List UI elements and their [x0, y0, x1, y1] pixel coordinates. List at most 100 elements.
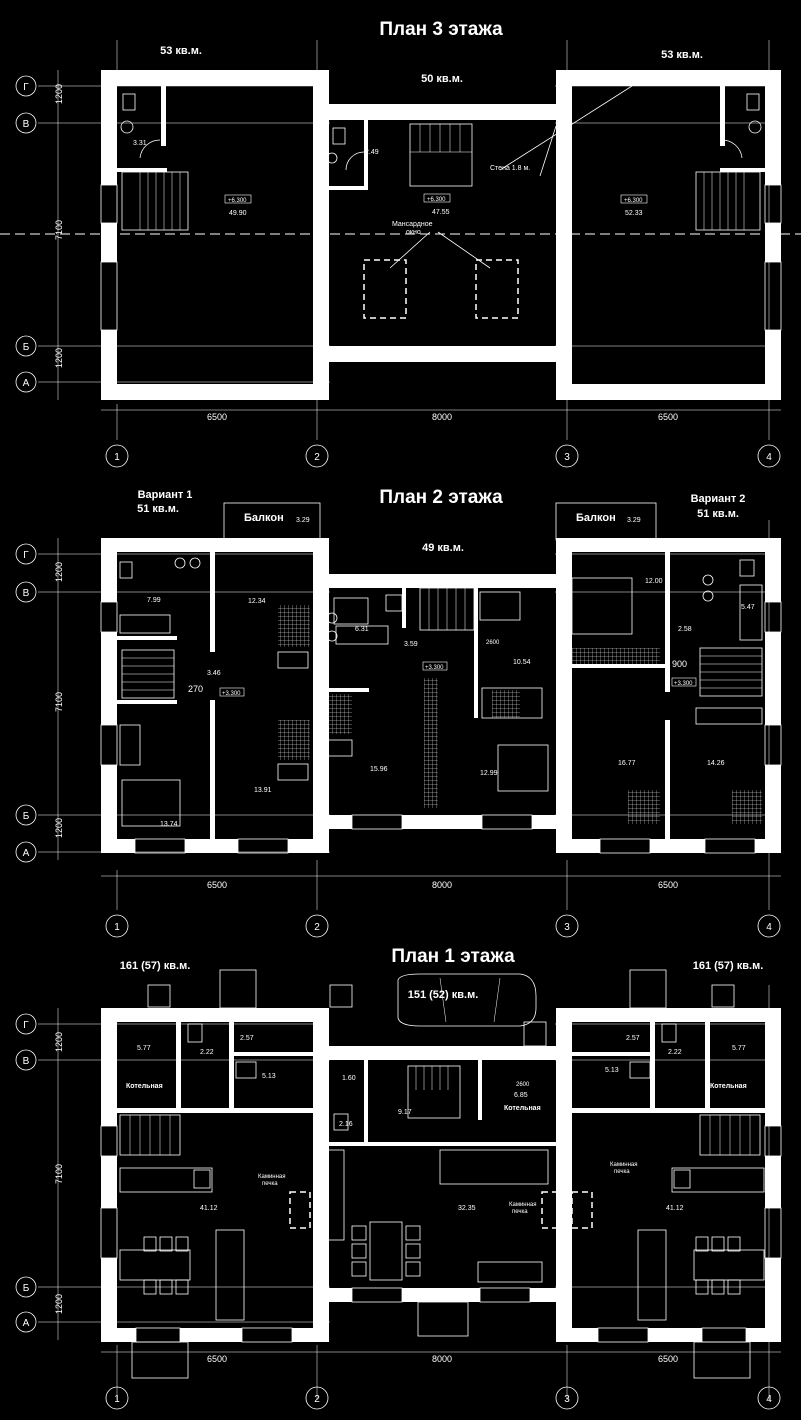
- label-floor3-note-window-1: Мансардное: [392, 221, 433, 228]
- label-axes-letters-3: А: [23, 1318, 30, 1329]
- label-floor2-rooms-left-0: 7.99: [147, 597, 161, 604]
- label-floor2-dims-2: 2600: [486, 640, 500, 646]
- label-floor3-levels-2: +6.300: [624, 198, 643, 204]
- floor2-axes: Г В Б А 1200 7100 1200 6500 8000 6500 1 …: [15, 520, 781, 938]
- label-floor1-right-area: 161 (57) кв.м.: [693, 960, 764, 972]
- label-floor1-rooms-right-0: 2.57: [626, 1035, 640, 1042]
- label-axes-dim-h-1: 8000: [432, 880, 452, 890]
- label-floor2-rooms-left-1: 12.34: [248, 598, 266, 605]
- label-floor1-fireplace-2: печка: [262, 1181, 278, 1187]
- floor2-plan: План 2 этажа Вариант 1 51 кв.м. 49 кв.м.…: [15, 487, 782, 938]
- label-floor3-rooms-3: 49.90: [229, 210, 247, 217]
- floor3-stairs: [121, 123, 761, 231]
- label-axes-dim-v-1: 7100: [54, 220, 64, 240]
- label-floor2-rooms-right-3: 16.77: [618, 760, 636, 767]
- label-axes-dim-v-0: 1200: [54, 562, 64, 582]
- label-floor1-rooms-left-0: 5.77: [137, 1045, 151, 1052]
- label-floor1-center-area: 151 (52) кв.м.: [408, 989, 479, 1001]
- label-floor2-rooms-center-3: 15.96: [370, 766, 388, 773]
- label-axes-letters-3: А: [23, 848, 30, 859]
- label-axes-numbers-0: 1: [114, 452, 120, 463]
- label-floor1-rooms-right-4: 41.12: [666, 1205, 684, 1212]
- floor2-title: План 2 этажа: [379, 487, 503, 508]
- label-axes-numbers-3: 4: [766, 1394, 772, 1405]
- label-floor2-levels-1: +3.300: [425, 665, 444, 671]
- label-axes-dim-h-2: 6500: [658, 1354, 678, 1364]
- label-floor2-left-area: 51 кв.м.: [137, 503, 179, 515]
- label-floor2-right-area: 51 кв.м.: [697, 508, 739, 520]
- floor3-axes: Г В Б А 1200 7100 1200 6500 8000 6500 1 …: [15, 40, 781, 468]
- label-axes-dim-h-2: 6500: [658, 880, 678, 890]
- label-floor1-rooms-right-2: 5.77: [732, 1045, 746, 1052]
- label-axes-letters-2: Б: [23, 342, 30, 353]
- label-floor1-fireplace-2: печка: [512, 1209, 528, 1215]
- label-floor1-fireplace-1: Каминная: [610, 1162, 638, 1168]
- label-floor1-rooms-left-2: 2.57: [240, 1035, 254, 1042]
- label-axes-letters-0: Г: [23, 550, 29, 561]
- label-axes-letters-1: В: [23, 588, 30, 599]
- label-floor3-note-window-2: окно: [406, 229, 421, 236]
- label-axes-dim-h-0: 6500: [207, 880, 227, 890]
- label-axes-letters-0: Г: [23, 1020, 29, 1031]
- label-floor1-boiler: Котельная: [504, 1105, 541, 1112]
- label-floor2-rooms-center-1: 3.59: [404, 641, 418, 648]
- label-axes-dim-h-1: 8000: [432, 1354, 452, 1364]
- label-axes-dim-v-2: 1200: [54, 348, 64, 368]
- floor1-title: План 1 этажа: [391, 946, 515, 967]
- label-axes-numbers-2: 3: [564, 1394, 570, 1405]
- label-floor2-rooms-center-0: 6.31: [355, 626, 369, 633]
- label-floor2-balcony-area: 3.29: [627, 517, 641, 524]
- label-floor3-rooms-2: 47.55: [432, 209, 450, 216]
- label-floor2-balcony-area: 3.29: [296, 517, 310, 524]
- label-floor1-dim-2600: 2600: [516, 1082, 530, 1088]
- label-axes-letters-3: А: [23, 378, 30, 389]
- label-axes-numbers-2: 3: [564, 922, 570, 933]
- label-floor3-note-wall: Стена 1.8 м.: [490, 165, 530, 172]
- floor3-roof-window: [363, 259, 407, 319]
- label-axes-dim-h-0: 6500: [207, 412, 227, 422]
- label-axes-numbers-0: 1: [114, 922, 120, 933]
- label-floor2-rooms-right-2: 2.58: [678, 626, 692, 633]
- label-axes-dim-h-0: 6500: [207, 1354, 227, 1364]
- label-floor1-rooms-center-4: 32.35: [458, 1205, 476, 1212]
- label-axes-letters-1: В: [23, 1056, 30, 1067]
- label-axes-dim-h-1: 8000: [432, 412, 452, 422]
- label-floor3-rooms-4: 52.33: [625, 210, 643, 217]
- label-floor1-rooms-center-3: 2.16: [339, 1121, 353, 1128]
- floor3-title: План 3 этажа: [379, 19, 503, 40]
- label-axes-letters-0: Г: [23, 82, 29, 93]
- label-floor2-balcony: Балкон: [244, 512, 284, 524]
- label-floor2-rooms-center-2: 10.54: [513, 659, 531, 666]
- label-floor1-rooms-right-3: 5.13: [605, 1067, 619, 1074]
- floor2-furniture: [119, 557, 763, 827]
- car-icon: [397, 973, 537, 1027]
- floor3-roof-window: [475, 259, 519, 319]
- floor1-axes: Г В Б А 1200 7100 1200 6500 8000 6500 1 …: [15, 985, 781, 1410]
- label-floor2-rooms-right-0: 12.00: [645, 578, 663, 585]
- label-axes-dim-v-0: 1200: [54, 1032, 64, 1052]
- floor3-center-area: 50 кв.м.: [421, 73, 463, 85]
- label-axes-letters-1: В: [23, 119, 30, 130]
- label-floor2-rooms-center-4: 12.99: [480, 770, 498, 777]
- label-floor2-rooms-right-4: 14.26: [707, 760, 725, 767]
- floor3-left-area: 53 кв.м.: [160, 45, 202, 57]
- floor3-walls: [101, 70, 781, 400]
- label-floor2-rooms-right-1: 5.47: [741, 604, 755, 611]
- label-axes-dim-v-2: 1200: [54, 818, 64, 838]
- label-floor3-rooms-1: 2.49: [365, 149, 379, 156]
- label-floor2-left-variant: Вариант 1: [138, 489, 193, 501]
- label-axes-numbers-3: 4: [766, 922, 772, 933]
- floor1-plan: План 1 этажа 161 (57) кв.м. 151 (52) кв.…: [15, 946, 782, 1410]
- label-floor2-balcony: Балкон: [576, 512, 616, 524]
- label-floor1-fireplace-1: Каминная: [509, 1202, 537, 1208]
- label-floor3-levels-0: +6.300: [228, 198, 247, 204]
- label-floor1-rooms-center-0: 1.60: [342, 1075, 356, 1082]
- label-axes-numbers-3: 4: [766, 452, 772, 463]
- label-floor2-rooms-left-4: 13.74: [160, 821, 178, 828]
- floor2-walls: [101, 538, 781, 853]
- label-axes-dim-h-2: 6500: [658, 412, 678, 422]
- label-floor2-levels-2: +3.300: [674, 681, 693, 687]
- label-floor3-levels-1: +6.300: [427, 197, 446, 203]
- label-floor3-rooms-0: 3.31: [133, 140, 147, 147]
